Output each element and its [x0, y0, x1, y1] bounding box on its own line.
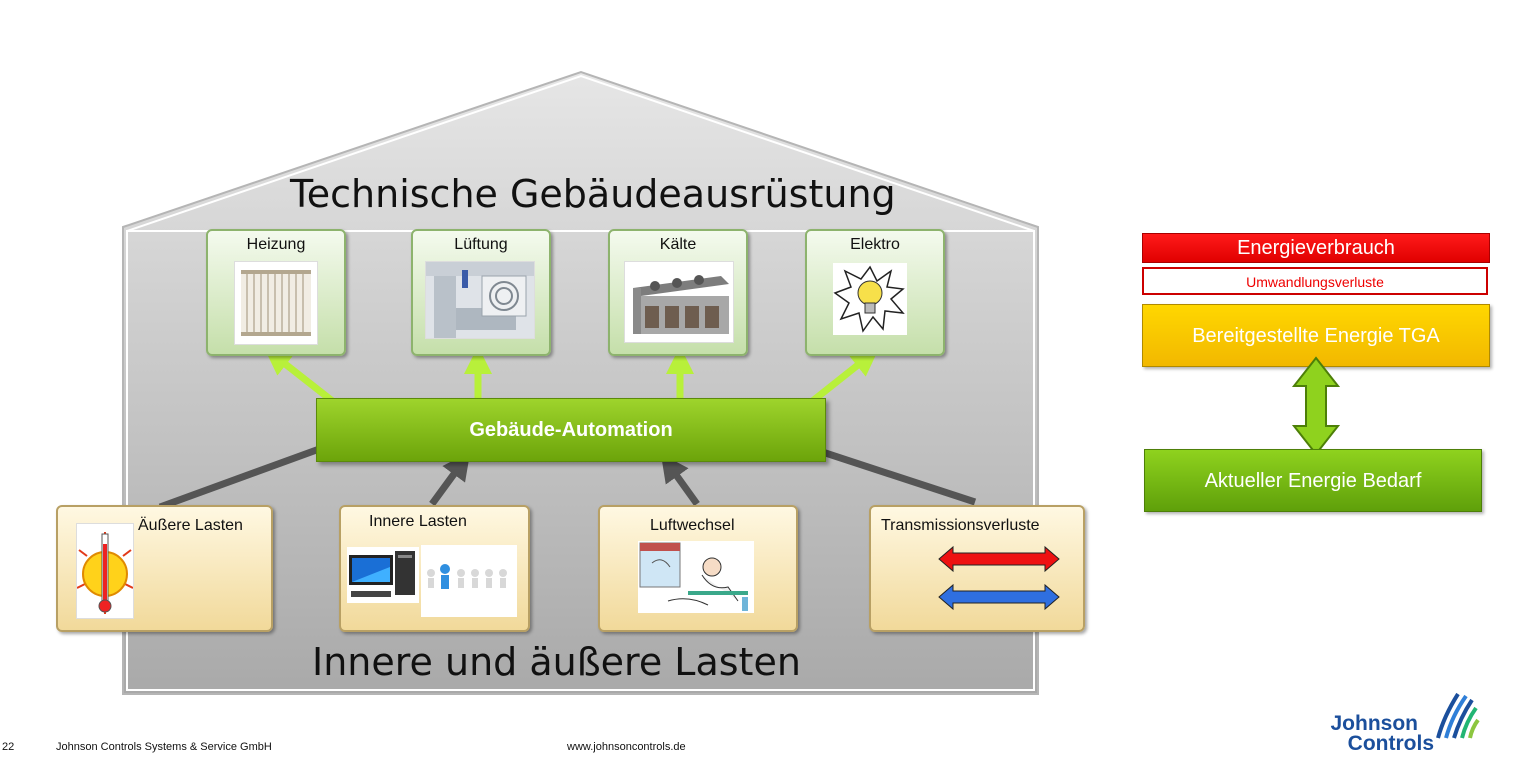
arrow-to-elektro	[807, 348, 879, 406]
footer-website: www.johnsoncontrols.de	[567, 741, 686, 753]
ventilation-duct-image	[425, 261, 535, 339]
footer-company: Johnson Controls Systems & Service GmbH	[56, 741, 272, 753]
light-bulb-image	[833, 263, 907, 335]
system-box-kaelte: Kälte	[608, 229, 748, 356]
open-window-image	[638, 541, 754, 613]
load-box-luftwechsel: Luftwechsel	[598, 505, 798, 632]
title-technische-gebaeudeausruestung: Technische Gebäudeausrüstung	[290, 172, 896, 216]
system-box-lueftung: Lüftung	[411, 229, 551, 356]
sun-thermometer-image	[76, 523, 134, 619]
system-label-elektro: Elektro	[850, 236, 900, 253]
system-box-heizung: Heizung	[206, 229, 346, 356]
vertical-double-arrow-icon	[1291, 356, 1341, 456]
load-label-aeussere-lasten: Äußere Lasten	[138, 517, 243, 534]
umwandlungsverluste-bar: Umwandlungsverluste	[1142, 267, 1488, 295]
energieverbrauch-label: Energieverbrauch	[1237, 237, 1395, 259]
johnson-controls-logo: Johnson Controls	[1318, 688, 1488, 760]
red-double-arrow-icon	[938, 545, 1060, 573]
logo-line-2: Controls	[1347, 732, 1434, 755]
arrow-from-luftwechsel	[660, 453, 700, 507]
load-label-luftwechsel: Luftwechsel	[650, 517, 735, 534]
aktueller-energie-bedarf-label: Aktueller Energie Bedarf	[1204, 470, 1422, 492]
system-box-elektro: Elektro	[805, 229, 945, 356]
system-label-kaelte: Kälte	[659, 236, 697, 253]
load-box-innere-lasten: Innere Lasten	[339, 505, 530, 632]
arrow-from-innere-lasten	[429, 451, 471, 507]
energieverbrauch-bar: Energieverbrauch	[1142, 233, 1490, 263]
aktueller-energie-bedarf-bar: Aktueller Energie Bedarf	[1144, 449, 1482, 512]
system-label-heizung: Heizung	[246, 236, 306, 253]
bereitgestellte-energie-label: Bereitgestellte Energie TGA	[1192, 325, 1440, 347]
arrow-to-heizung	[263, 347, 338, 406]
people-image	[421, 545, 517, 617]
title-innere-und-aeussere-lasten: Innere und äußere Lasten	[312, 640, 801, 684]
page-number: 22	[2, 741, 15, 753]
load-label-innere-lasten: Innere Lasten	[369, 513, 467, 530]
gebaeude-automation-bar: Gebäude-Automation	[316, 398, 826, 462]
logo-line-1: Johnson	[1330, 712, 1419, 735]
load-box-transmissionsverluste: Transmissionsverluste	[869, 505, 1085, 632]
double-arrows-image	[938, 545, 1060, 611]
gebaeude-automation-label: Gebäude-Automation	[469, 419, 673, 441]
computer-image	[347, 547, 419, 603]
arrow-from-aeussere-lasten	[158, 431, 358, 511]
system-label-lueftung: Lüftung	[454, 236, 508, 253]
chiller-image	[624, 261, 734, 343]
load-box-aeussere-lasten: Äußere Lasten	[56, 505, 273, 632]
load-label-transmissionsverluste: Transmissionsverluste	[881, 517, 1040, 534]
logo-wave-icon	[1436, 692, 1480, 739]
radiator-image	[234, 261, 318, 345]
umwandlungsverluste-label: Umwandlungsverluste	[1246, 274, 1384, 290]
blue-double-arrow-icon	[938, 583, 1060, 611]
